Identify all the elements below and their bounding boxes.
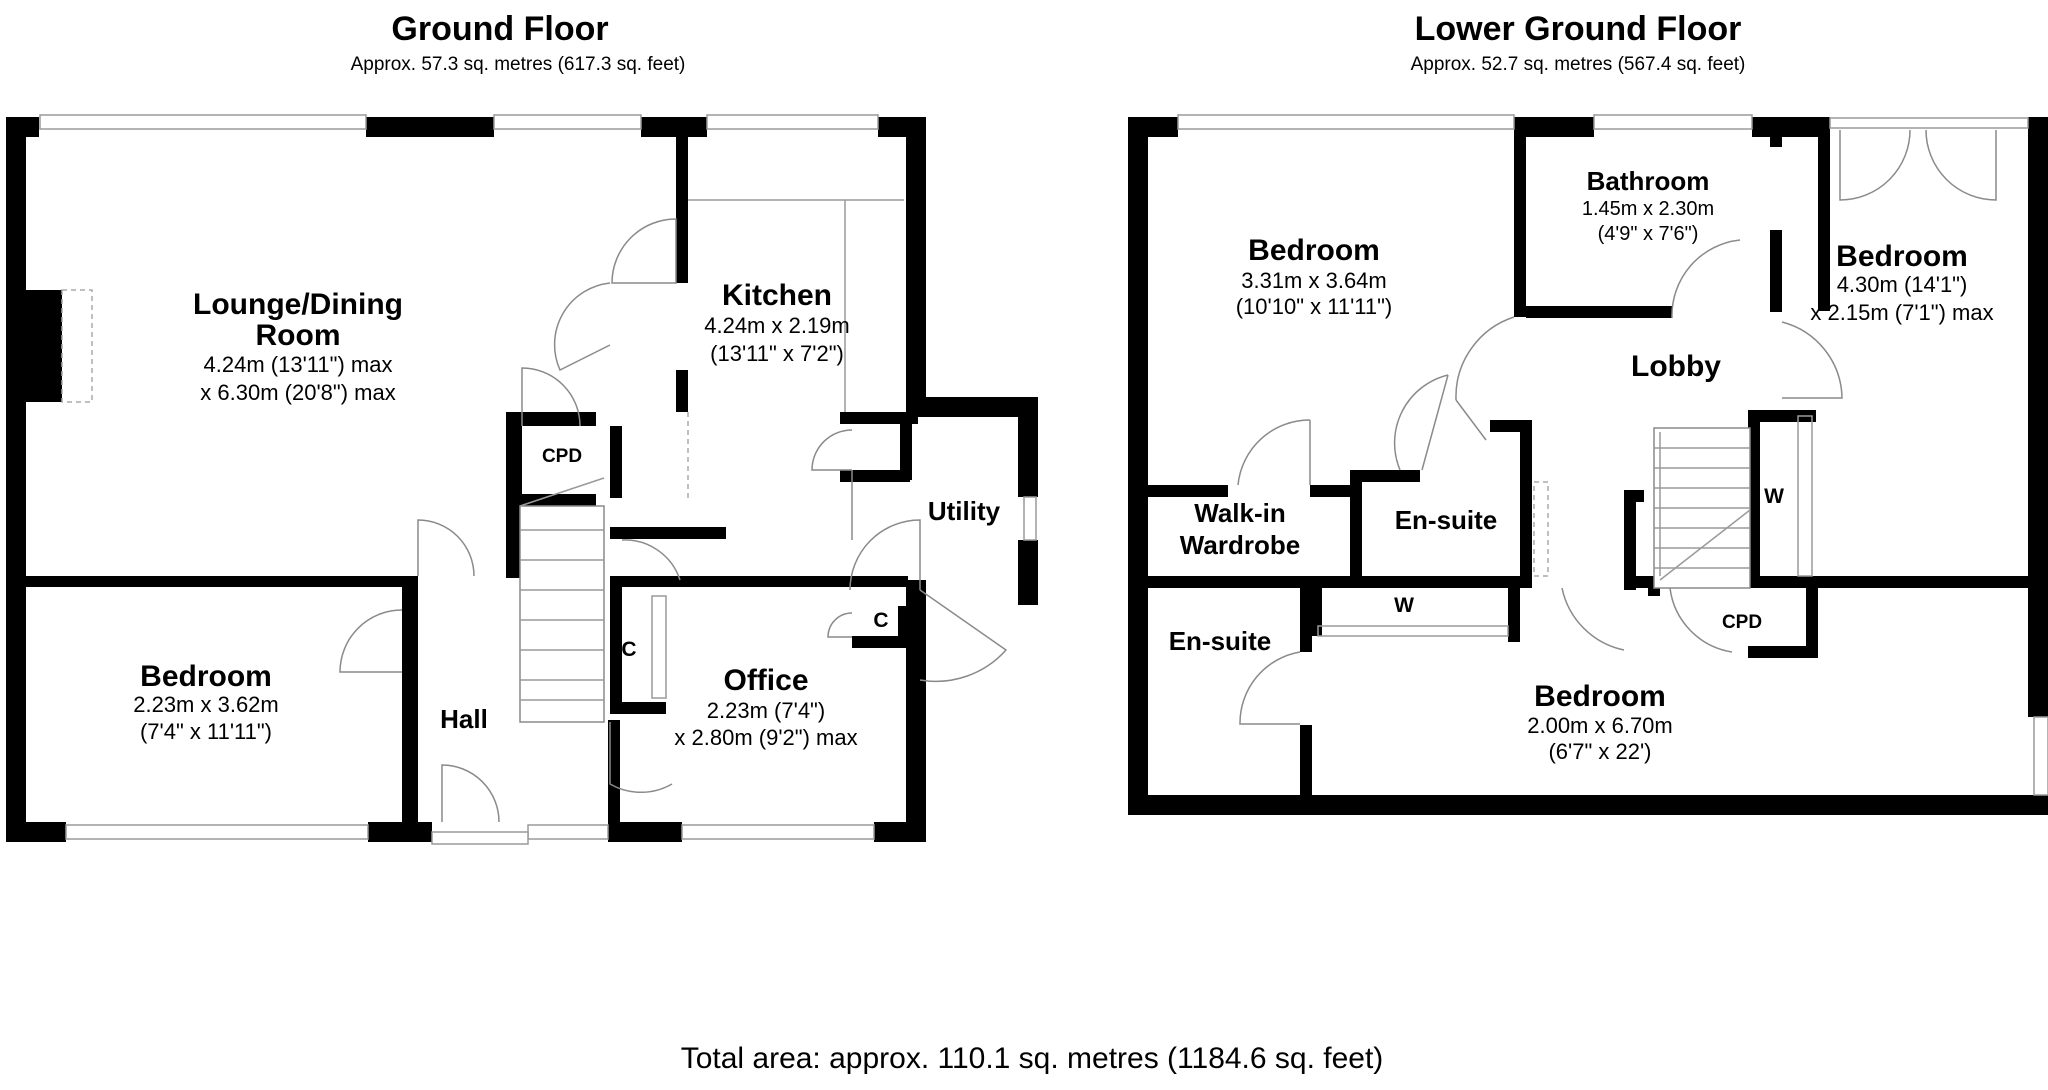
- lounge-dim2: x 6.30m (20'8") max: [200, 380, 395, 405]
- walkin-name-line2: Wardrobe: [1180, 530, 1300, 560]
- walkin-name-line1: Walk-in: [1194, 498, 1285, 528]
- ground-bedroom-name: Bedroom: [140, 660, 272, 693]
- lower-cpd-label: CPD: [1722, 612, 1762, 633]
- lower-ensuite-1-label: En-suite: [1395, 505, 1498, 535]
- lounge-label: Lounge/Dining Room 4.24m (13'11") max x …: [193, 288, 403, 405]
- lower-floor-walls: [1128, 117, 2048, 815]
- lower-floor-windows: [1177, 114, 2048, 796]
- ground-bedroom-dim2: (7'4" x 11'11"): [140, 719, 272, 744]
- ground-floor-plan: Ground Floor Approx. 57.3 sq. metres (61…: [6, 10, 1038, 845]
- ground-floor-walls: [6, 117, 1038, 842]
- lower-bedroom-3-name: Bedroom: [1534, 680, 1666, 713]
- lower-bedroom-3-label: Bedroom 2.00m x 6.70m (6'7" x 22'): [1527, 680, 1673, 764]
- bathroom-label: Bathroom 1.45m x 2.30m (4'9" x 7'6"): [1582, 166, 1714, 245]
- lower-floor-doors: [1237, 129, 1997, 725]
- ground-cupboard-1-label: C: [621, 638, 636, 661]
- lower-bedroom-1-dim2: (10'10" x 11'11"): [1236, 294, 1393, 319]
- lower-bedroom-1-name: Bedroom: [1248, 234, 1380, 267]
- lower-bedroom-2-dim1: 4.30m (14'1"): [1837, 272, 1968, 297]
- lower-bedroom-1-label: Bedroom 3.31m x 3.64m (10'10" x 11'11"): [1236, 234, 1393, 319]
- total-area: Total area: approx. 110.1 sq. metres (11…: [681, 1042, 1384, 1075]
- lower-floor-title: Lower Ground Floor: [1415, 10, 1742, 48]
- kitchen-label: Kitchen 4.24m x 2.19m (13'11" x 7'2"): [704, 279, 850, 366]
- lower-bedroom-1-dim1: 3.31m x 3.64m: [1241, 268, 1387, 293]
- bathroom-name: Bathroom: [1587, 166, 1710, 196]
- ground-floor-title: Ground Floor: [391, 10, 608, 48]
- bathroom-dim2: (4'9" x 7'6"): [1598, 223, 1699, 245]
- ground-floor-area: Approx. 57.3 sq. metres (617.3 sq. feet): [351, 54, 686, 75]
- ground-floor-windows: [39, 114, 1037, 845]
- lower-ground-floor-plan: Lower Ground Floor Approx. 52.7 sq. metr…: [1128, 10, 2048, 815]
- lounge-name-line1: Lounge/Dining: [193, 288, 403, 321]
- lower-floor-area: Approx. 52.7 sq. metres (567.4 sq. feet): [1411, 54, 1746, 75]
- utility-label: Utility: [928, 496, 1001, 526]
- ground-floor-doors: [339, 218, 1008, 823]
- office-dim2: x 2.80m (9'2") max: [674, 725, 857, 750]
- lower-bedroom-2-name: Bedroom: [1836, 240, 1968, 273]
- lounge-name-line2: Room: [256, 319, 341, 352]
- office-dim1: 2.23m (7'4"): [707, 698, 825, 723]
- kitchen-name: Kitchen: [722, 279, 832, 312]
- kitchen-counters: [687, 199, 904, 500]
- lower-bedroom-3-dim1: 2.00m x 6.70m: [1527, 713, 1673, 738]
- kitchen-dim2: (13'11" x 7'2"): [710, 341, 844, 366]
- hall-label: Hall: [440, 704, 488, 734]
- ground-bedroom-dim1: 2.23m x 3.62m: [133, 692, 279, 717]
- lounge-dim1: 4.24m (13'11") max: [204, 352, 393, 377]
- lower-ensuite-2-label: En-suite: [1169, 626, 1272, 656]
- lower-floor-staircase: [1317, 415, 1813, 637]
- lower-bedroom-3-dim2: (6'7" x 22'): [1548, 739, 1651, 764]
- office-name: Office: [723, 664, 808, 697]
- kitchen-dim1: 4.24m x 2.19m: [704, 313, 850, 338]
- ground-floor-staircase: [519, 477, 667, 723]
- lower-bedroom-2-dim2: x 2.15m (7'1") max: [1810, 300, 1993, 325]
- ground-bedroom-label: Bedroom 2.23m x 3.62m (7'4" x 11'11"): [133, 660, 279, 744]
- lobby-label: Lobby: [1631, 350, 1721, 383]
- lower-wardrobe-2-label: W: [1394, 594, 1414, 617]
- office-label: Office 2.23m (7'4") x 2.80m (9'2") max: [674, 664, 857, 750]
- lower-bedroom-2-label: Bedroom 4.30m (14'1") x 2.15m (7'1") max: [1810, 240, 1993, 325]
- ground-cupboard-2-label: C: [873, 609, 888, 632]
- bathroom-dim1: 1.45m x 2.30m: [1582, 198, 1714, 220]
- ground-cpd-label: CPD: [542, 446, 582, 467]
- lower-wardrobe-1-label: W: [1764, 485, 1784, 508]
- walkin-wardrobe-label: Walk-in Wardrobe: [1180, 498, 1300, 560]
